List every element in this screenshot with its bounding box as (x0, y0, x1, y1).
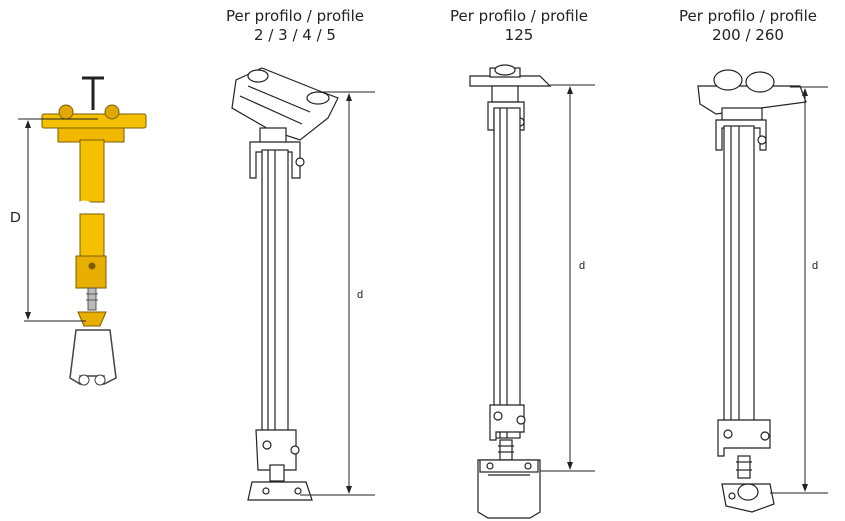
col1-title-line1: Per profilo / profile (226, 7, 364, 25)
col1-dimension-line (300, 91, 375, 496)
overview-dimension-line (18, 118, 98, 322)
bracket-profile-200-260 (697, 69, 807, 513)
bracket-profile-2-5 (231, 67, 339, 501)
col1-title-line2: 2 / 3 / 4 / 5 (254, 26, 336, 44)
col1-dimension-label: d (357, 289, 363, 301)
col3-dimension-label: d (812, 260, 818, 272)
overview-dimension-label: D (10, 209, 21, 226)
overview-yellow-bracket (41, 76, 147, 386)
col2-title-line2: 125 (505, 26, 534, 44)
col2-dimension-label: d (579, 260, 585, 272)
col3-title-line2: 200 / 260 (712, 26, 784, 44)
col2-dimension-line (540, 84, 595, 472)
col3-dimension-line (770, 86, 828, 494)
col3-title-line1: Per profilo / profile (679, 7, 817, 25)
bracket-profile-125 (469, 64, 552, 519)
col2-title-line1: Per profilo / profile (450, 7, 588, 25)
